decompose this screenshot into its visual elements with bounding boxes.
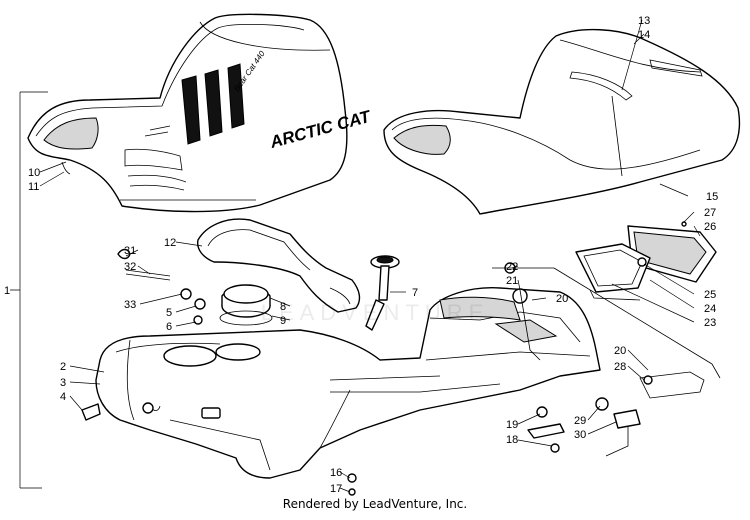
callout-22: 22 [506,261,518,273]
callout-labels: 1 2 3 4 5 6 7 8 9 10 11 12 13 14 15 16 1… [4,15,718,495]
callout-18: 18 [506,434,518,446]
callout-8: 8 [280,301,286,313]
callout-31: 31 [124,245,136,257]
callout-7: 7 [412,287,418,299]
fuel-gauge [365,255,400,331]
callout-20-upper: 20 [556,293,568,305]
callout-11: 11 [28,181,39,193]
watermark-text: LEADVENTURE [260,300,490,325]
taillight-assembly [575,225,717,293]
seat-cover-left: Bear Cat 440 ARCTIC CAT [27,13,374,213]
callout-32: 32 [124,261,136,273]
callout-20-lower: 20 [614,345,626,357]
callout-26: 26 [704,221,716,233]
callout-21: 21 [506,275,518,287]
fuel-cap [219,284,273,326]
footer-credit: Rendered by LeadVenture, Inc. [282,497,468,511]
callout-1: 1 [4,285,10,297]
leader-lines [39,19,701,493]
callout-28: 28 [614,361,626,373]
callout-33: 33 [124,299,136,311]
callout-14: 14 [638,29,650,41]
callout-15: 15 [706,191,718,203]
callout-17: 17 [330,483,342,495]
callout-12: 12 [164,237,176,249]
callout-10: 10 [28,167,40,179]
callout-23: 23 [704,317,716,329]
callout-30: 30 [574,429,586,441]
callout-25: 25 [704,289,716,301]
callout-24: 24 [704,303,716,315]
callout-27: 27 [704,207,716,219]
callout-19: 19 [506,419,518,431]
callout-16: 16 [330,467,342,479]
hood-cowl [197,218,361,313]
callout-5: 5 [166,307,172,319]
assembly-bracket [10,91,48,489]
seat-cover-right [383,28,741,215]
callout-6: 6 [166,321,172,333]
callout-29: 29 [574,415,586,427]
fuel-tank [95,287,601,479]
callout-9: 9 [280,315,286,327]
callout-4: 4 [60,391,66,403]
callout-13: 13 [638,15,650,27]
callout-3: 3 [60,377,66,389]
callout-2: 2 [60,361,66,373]
